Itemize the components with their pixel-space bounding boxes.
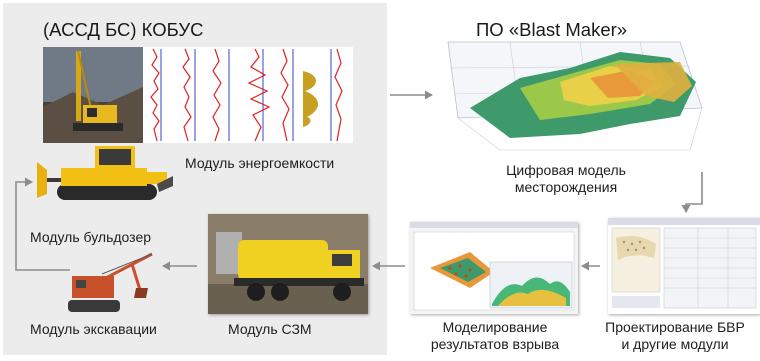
blast-simulation-screenshot bbox=[410, 222, 578, 314]
bulldozer-icon bbox=[35, 140, 175, 202]
design-software-screenshot bbox=[608, 218, 760, 314]
blastmaker-title: ПО «Blast Maker» bbox=[476, 19, 628, 40]
bulldozer-module-label: Модуль бульдозер bbox=[30, 229, 152, 245]
arrow-model-to-design bbox=[681, 172, 703, 213]
log-traces-chart bbox=[143, 47, 353, 143]
szm-module-label: Модуль СЗМ bbox=[228, 321, 312, 337]
kobus-title: (АССД БС) КОБУС bbox=[43, 19, 204, 40]
excavation-module-label: Модуль экскавации bbox=[30, 321, 157, 337]
blast-modeling-label-2: результатов взрыва bbox=[430, 336, 560, 352]
design-module-label-2: и другие модули bbox=[621, 336, 729, 352]
arrow-excavator-to-bulldozer bbox=[15, 177, 70, 271]
digital-model-label-1: Цифровая модель bbox=[506, 162, 626, 178]
excavator-icon bbox=[62, 250, 162, 318]
drill-rig-photo bbox=[43, 47, 143, 143]
design-module-label-1: Проектирование БВР bbox=[605, 319, 745, 335]
digital-model-label-2: месторождения bbox=[514, 179, 618, 195]
3d-terrain-model bbox=[440, 38, 710, 156]
blast-modeling-label-1: Моделирование bbox=[442, 319, 548, 335]
mixing-truck-photo bbox=[208, 214, 368, 314]
energy-module-label: Модуль энергоемкости bbox=[185, 155, 335, 171]
